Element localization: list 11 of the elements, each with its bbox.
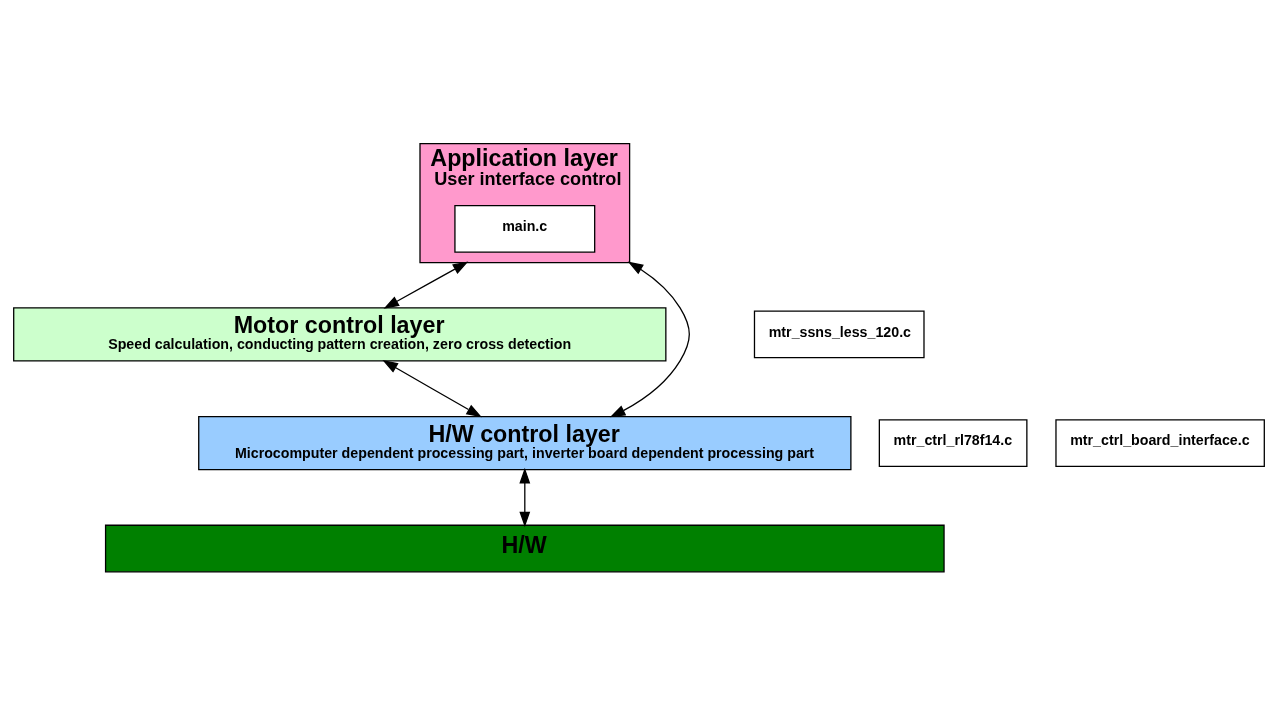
arrow — [519, 467, 531, 527]
node-box: Motor control layer Speed calculation, conducting pattern creation, zero cross detection — [13, 306, 667, 362]
node-box: mtr_ctrl_board_interface.c — [1055, 418, 1265, 467]
node-box: mtr_ssns_less_120.c — [753, 309, 925, 358]
node-box: mtr_ctrl_rl78f14.c — [878, 418, 1028, 467]
node-box: H/W — [104, 524, 945, 572]
arrow — [383, 261, 469, 309]
arrow — [609, 261, 690, 417]
arrow — [382, 359, 482, 417]
node-box: H/W control layer Microcomputer dependent processing part, inverter board dependent processing part — [198, 415, 852, 470]
node-box: main.c — [454, 204, 596, 253]
